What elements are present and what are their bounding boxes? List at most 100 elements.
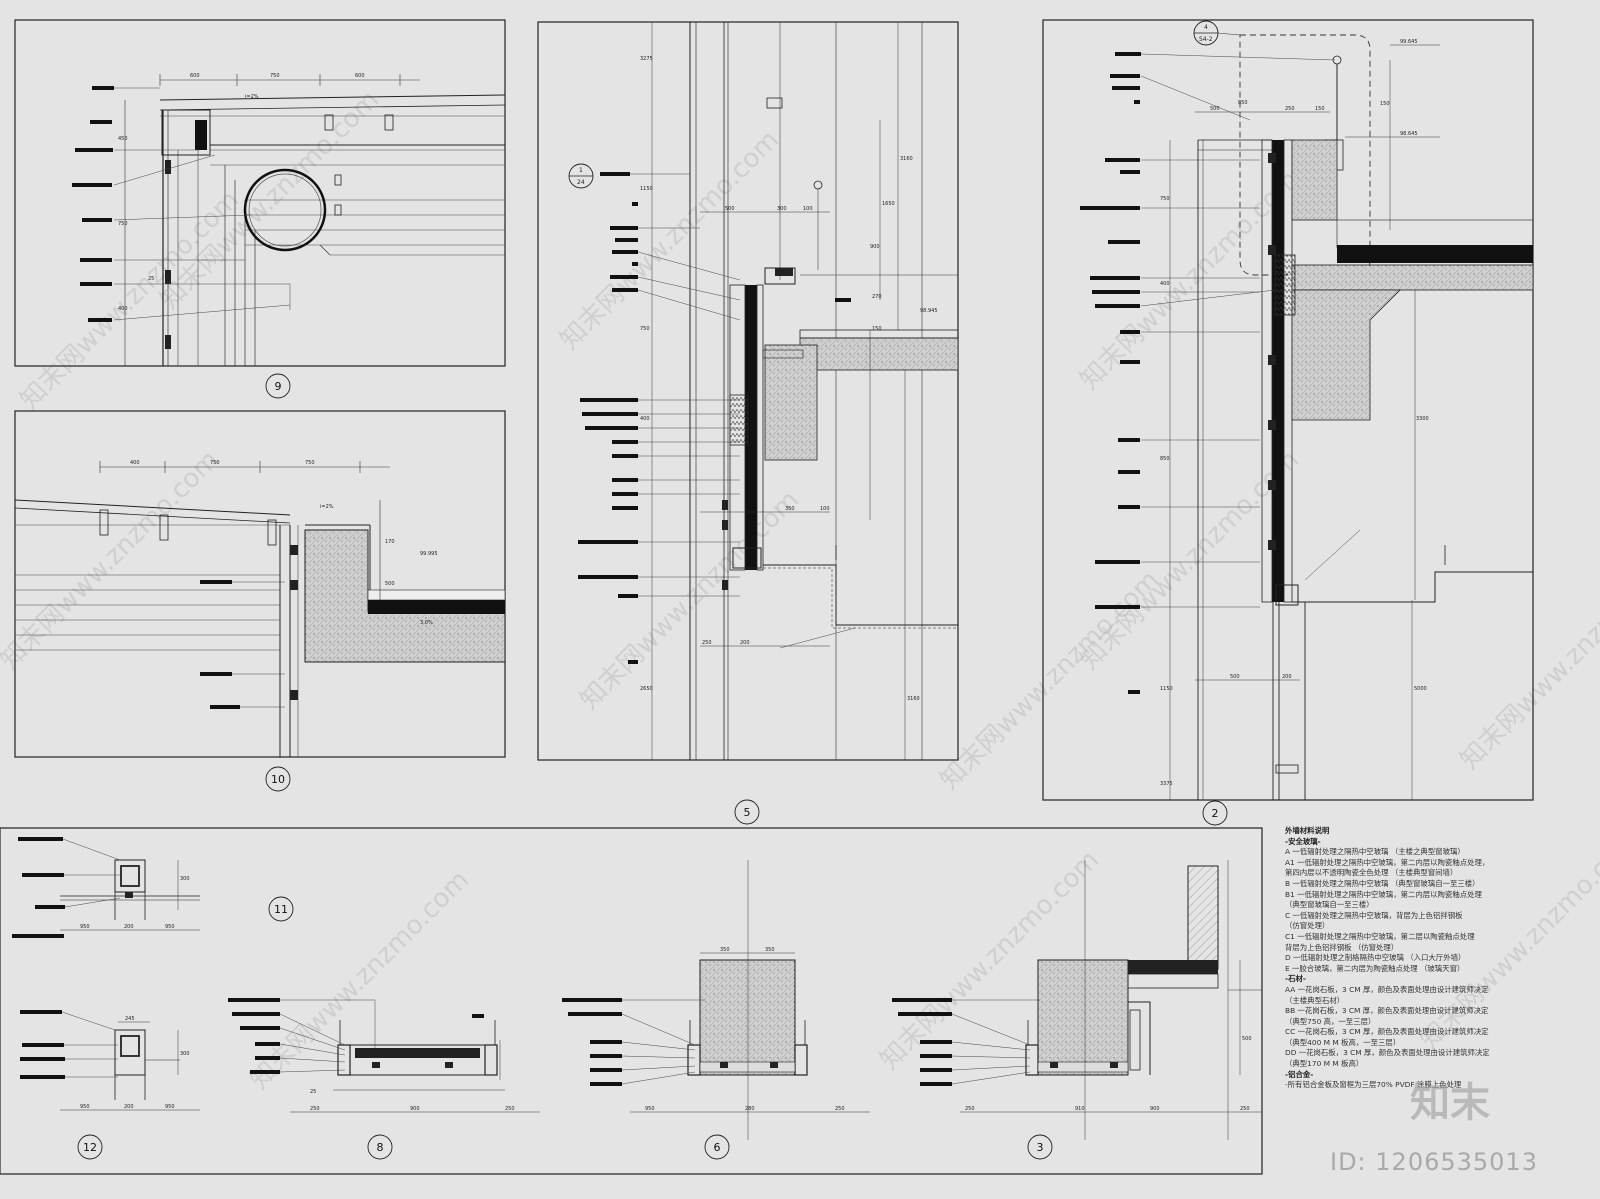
dim-text: 200 xyxy=(740,640,750,646)
dim-text: 200 xyxy=(1282,674,1292,680)
legend-line: -铝合金- xyxy=(1285,1069,1314,1079)
dim-text: 500 xyxy=(1230,674,1240,680)
dim-text: 250 xyxy=(702,640,712,646)
panel-2: 4 S4-2 xyxy=(1042,19,1534,826)
callout-text: 4 xyxy=(1204,24,1208,31)
dim-text: 250 xyxy=(1285,106,1295,112)
bottom-panel: 950 200 950 300 11 xyxy=(0,827,1263,1175)
panel-number: 3 xyxy=(1037,1141,1044,1154)
dim-text: 1150 xyxy=(640,186,653,192)
dim-text: 500 xyxy=(725,206,735,212)
dim-text: 500 xyxy=(1242,1036,1252,1042)
dim-text: 3.0% xyxy=(420,620,433,626)
dim-text: 150 xyxy=(1380,101,1390,107)
legend-line: C 一低辐射处理之隔热中空玻璃，背层为上色铝拌钢板 xyxy=(1285,910,1463,920)
legend-line: BB 一花岗石板，3 CM 厚，颜色及表面处理由设计建筑师决定 xyxy=(1285,1006,1489,1016)
legend-line: 背层为上色铝拌钢板 （仿窗处理） xyxy=(1285,942,1399,952)
dim-text: 3300 xyxy=(1416,416,1429,422)
legend-line: A 一低辐射处理之隔热中空玻璃 （主楼之典型窗玻璃） xyxy=(1285,847,1465,857)
dim-text: 400 xyxy=(118,306,128,312)
detail-6: 350 350 950 280 250 6 xyxy=(562,860,870,1160)
dim-text: 500 xyxy=(1210,106,1220,112)
dim-text: 900 xyxy=(870,244,880,250)
dim-text: 350 xyxy=(765,947,775,953)
dim-text: 200 xyxy=(124,1104,134,1110)
dim-text: 950 xyxy=(165,1104,175,1110)
dim-text: i=2% xyxy=(320,504,334,510)
dim-text: 250 xyxy=(310,1106,320,1112)
dim-text: 300 xyxy=(180,876,190,882)
legend-line: （典型400 M M 板高，一至三层） xyxy=(1285,1037,1401,1047)
dim-text: 750 xyxy=(640,326,650,332)
panel-9: 600 750 600 450 750 400 25 i=2% 9 xyxy=(14,19,506,399)
watermark-logo: 知末 xyxy=(1410,1080,1490,1126)
dim-text: 250 xyxy=(1240,1106,1250,1112)
dim-text: 950 xyxy=(165,924,175,930)
panel-number: 2 xyxy=(1212,807,1219,820)
panel-number: 5 xyxy=(744,806,751,819)
dim-text: 1150 xyxy=(1160,686,1173,692)
legend-line: -安全玻璃- xyxy=(1285,836,1321,846)
dim-text: 450 xyxy=(118,136,128,142)
dim-text: 98.945 xyxy=(920,308,938,314)
panel-number: 11 xyxy=(274,903,288,916)
legend-line: （典型170 M M 板高） xyxy=(1285,1059,1364,1069)
dim-text: 1650 xyxy=(882,201,895,207)
dim-text: 500 xyxy=(385,581,395,587)
callout-text: 1 xyxy=(579,167,583,174)
dim-text: 3160 xyxy=(900,156,913,162)
legend-line: AA 一花岗石板，3 CM 厚，颜色及表面处理由设计建筑师决定 xyxy=(1285,984,1489,994)
dim-text: 3375 xyxy=(1160,781,1173,787)
legend-line: D 一低辐射处理之制格隔热中空玻璃 （入口大厅外墙） xyxy=(1285,953,1466,963)
legend-line: DD 一花岗石板，3 CM 厚，颜色及表面处理由设计建筑师决定 xyxy=(1285,1048,1490,1058)
dim-text: 98.645 xyxy=(1400,131,1418,137)
dim-text: 3160 xyxy=(907,696,920,702)
panel-number: 8 xyxy=(377,1141,384,1154)
dim-text: 850 xyxy=(1160,456,1170,462)
panel-number: 6 xyxy=(714,1141,721,1154)
dim-text: 99.995 xyxy=(420,551,438,557)
dim-text: 170 xyxy=(385,539,395,545)
panel-number: 10 xyxy=(271,773,285,786)
dim-text: 750 xyxy=(270,73,280,79)
dim-text: 300 xyxy=(180,1051,190,1057)
dim-text: i=2% xyxy=(245,94,259,100)
dim-text: 150 xyxy=(872,326,882,332)
dim-text: 250 xyxy=(835,1106,845,1112)
dim-text: 25 xyxy=(310,1089,316,1095)
dim-text: 910 xyxy=(1075,1106,1085,1112)
detail-3: 250 910 900 250 500 3 xyxy=(892,860,1262,1160)
panel-5: 1 24 xyxy=(537,21,959,825)
dim-text: 850 xyxy=(1238,100,1248,106)
dim-text: 950 xyxy=(80,924,90,930)
dim-text: 300 xyxy=(777,206,787,212)
legend-line: （典型750 高，一至三层） xyxy=(1285,1016,1376,1026)
dim-text: 750 xyxy=(210,460,220,466)
dim-text: 5000 xyxy=(1414,686,1427,692)
legend-line: （典型窗玻璃自一至三楼） xyxy=(1285,900,1374,910)
dim-text: 950 xyxy=(80,1104,90,1110)
dim-text: 400 xyxy=(1160,281,1170,287)
legend-line: A1 一低辐射处理之隔热中空玻璃，第二内层以陶瓷釉点处理， xyxy=(1285,857,1490,867)
dim-text: 750 xyxy=(1160,196,1170,202)
callout-text: S4-2 xyxy=(1199,36,1213,43)
detail-8: 250 900 250 25 8 xyxy=(228,998,540,1160)
panel-number: 9 xyxy=(275,380,282,393)
panel-number: 12 xyxy=(83,1141,97,1154)
detail-11: 950 200 950 300 11 xyxy=(12,837,294,938)
dim-text: 99.645 xyxy=(1400,39,1418,45)
dim-text: 900 xyxy=(1150,1106,1160,1112)
dim-text: 280 xyxy=(745,1106,755,1112)
legend-lines: -安全玻璃-A 一低辐射处理之隔热中空玻璃 （主楼之典型窗玻璃）A1 一低辐射处… xyxy=(1285,837,1585,1091)
dim-text: 400 xyxy=(130,460,140,466)
watermark-id: ID: 1206535013 xyxy=(1330,1148,1538,1176)
dim-text: 750 xyxy=(305,460,315,466)
dim-text: 350 xyxy=(785,506,795,512)
callout-text: 24 xyxy=(577,179,585,186)
dim-text: 600 xyxy=(355,73,365,79)
legend-line: 第四内层以不透明陶瓷全色处理 （主楼典型窗间墙） xyxy=(1285,868,1458,878)
dim-text: 3275 xyxy=(640,56,653,62)
legend-line: CC 一花岗石板，3 CM 厚，颜色及表面处理由设计建筑师决定 xyxy=(1285,1027,1489,1037)
dim-text: 270 xyxy=(872,294,882,300)
